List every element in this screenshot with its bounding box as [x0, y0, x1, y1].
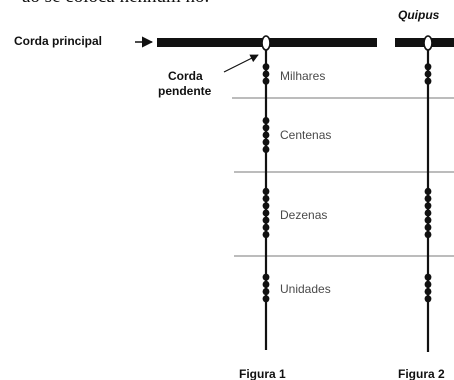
place-label-milhares: Milhares — [280, 69, 326, 83]
attachment-loop-figure2 — [423, 35, 433, 51]
figure1-knot-milhares — [262, 77, 270, 85]
place-label-unidades: Unidades — [280, 282, 331, 296]
figure2-caption: Figura 2 — [398, 367, 445, 380]
pendant-cord-label-line1: Corda — [168, 69, 203, 83]
figure2-knot-unidades — [424, 288, 432, 296]
figure1-knot-dezenas — [262, 202, 270, 210]
figure2-knot-milhares — [424, 77, 432, 85]
figure1-caption: Figura 1 — [239, 367, 286, 380]
knots-figure2 — [424, 63, 432, 303]
figure1-knot-centenas — [262, 138, 270, 146]
figure2-knot-milhares — [424, 63, 432, 71]
figure1-knot-milhares — [262, 63, 270, 71]
figure1-knot-centenas — [262, 131, 270, 139]
figure1-knot-unidades — [262, 273, 270, 281]
attachment-loop-figure1 — [261, 35, 271, 51]
cut-off-header-text: ao se coloca nenhum nó. — [22, 0, 209, 8]
figure1-knot-dezenas — [262, 223, 270, 231]
figure2-knot-dezenas — [424, 202, 432, 210]
figure2-knot-unidades — [424, 273, 432, 281]
figure1-knot-unidades — [262, 295, 270, 303]
figure1-knot-dezenas — [262, 195, 270, 203]
figure1-knot-dezenas — [262, 216, 270, 224]
main-cord-label: Corda principal — [14, 34, 103, 48]
figure1-knot-centenas — [262, 124, 270, 132]
figure1-knot-unidades — [262, 280, 270, 288]
figure1-knot-centenas — [262, 145, 270, 153]
figure1-knot-unidades — [262, 288, 270, 296]
figure2-knot-milhares — [424, 70, 432, 78]
pendant-cord-label-line2: pendente — [158, 84, 212, 98]
figure2-knot-dezenas — [424, 216, 432, 224]
pendant-pointer-arrow — [223, 54, 259, 73]
place-label-centenas: Centenas — [280, 128, 332, 142]
figure2-knot-unidades — [424, 280, 432, 288]
figure2-knot-dezenas — [424, 195, 432, 203]
figure2-knot-dezenas — [424, 209, 432, 217]
figure2-knot-unidades — [424, 295, 432, 303]
figure2-knot-dezenas — [424, 231, 432, 239]
figure1-knot-centenas — [262, 117, 270, 125]
figure2-knot-dezenas — [424, 223, 432, 231]
figure1-knot-milhares — [262, 70, 270, 78]
figure1-knot-dezenas — [262, 209, 270, 217]
figure2-knot-dezenas — [424, 187, 432, 195]
figure1-knot-dezenas — [262, 231, 270, 239]
diagram-title: Quipus — [398, 8, 440, 22]
figure1-knot-dezenas — [262, 187, 270, 195]
knots-figure1 — [262, 63, 270, 303]
place-label-dezenas: Dezenas — [280, 208, 328, 222]
